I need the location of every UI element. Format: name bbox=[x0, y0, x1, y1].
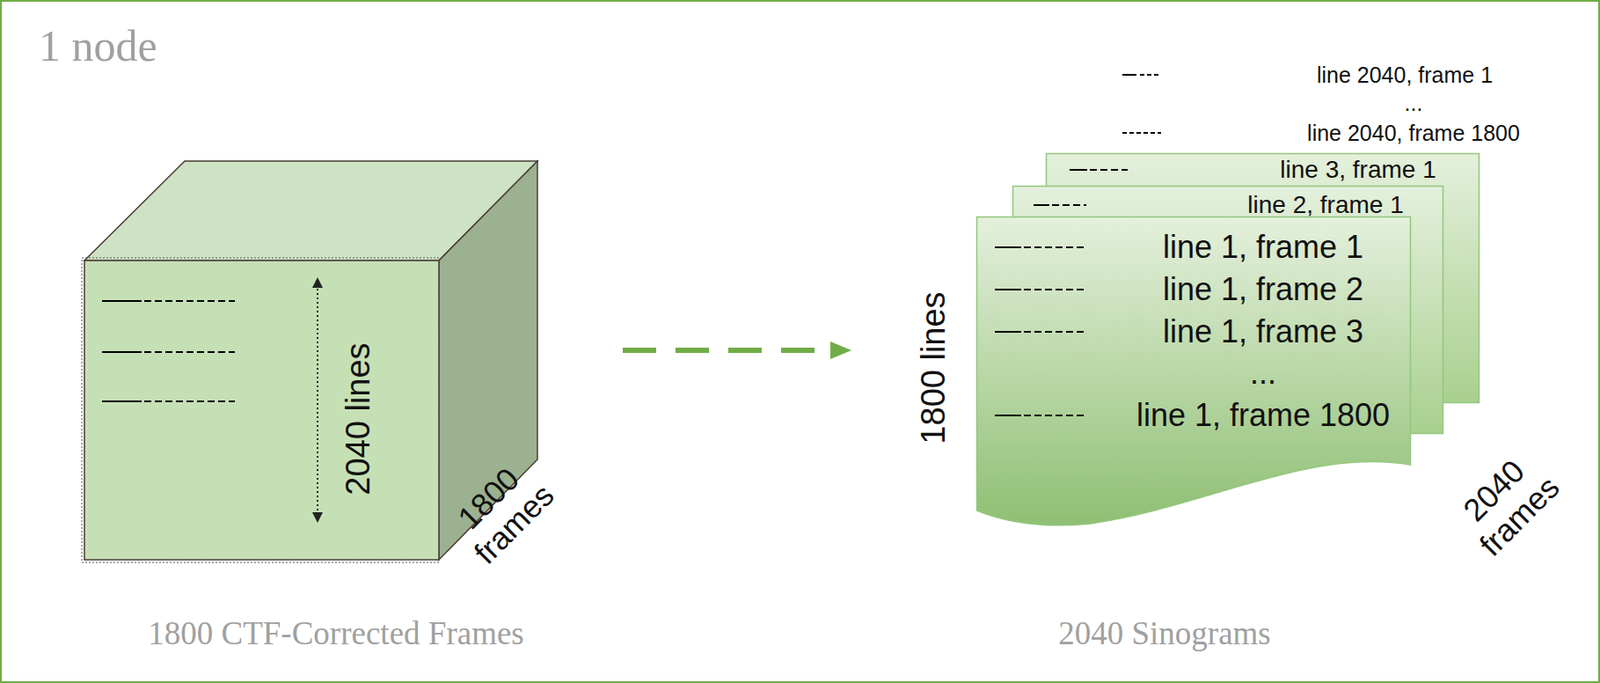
dash-mark bbox=[1023, 330, 1084, 333]
row-label: line 3, frame 1 bbox=[1279, 155, 1436, 184]
dash-mark bbox=[994, 288, 1022, 291]
dimension-label: 2040 frames bbox=[1446, 443, 1567, 563]
dash-mark bbox=[994, 330, 1022, 333]
row-label: line 1, frame 2 bbox=[1162, 270, 1364, 307]
dimension-arrowhead bbox=[312, 277, 323, 288]
dash-mark bbox=[1023, 414, 1084, 417]
dash-mark bbox=[144, 299, 235, 302]
row-label: line 2, frame 1 bbox=[1247, 190, 1403, 220]
dash-mark bbox=[994, 414, 1022, 417]
dash-mark bbox=[1122, 73, 1137, 76]
dash-mark bbox=[1023, 288, 1084, 291]
dashed-arrow bbox=[622, 341, 852, 359]
dash-mark bbox=[1139, 73, 1162, 76]
dash-mark bbox=[1122, 131, 1162, 134]
page-outline bbox=[977, 217, 1411, 526]
row-label: line 2040, frame 1800 bbox=[1307, 120, 1520, 147]
dash-mark bbox=[102, 299, 142, 302]
dimension-arrowhead bbox=[312, 511, 323, 523]
cube-dotted-outline bbox=[81, 257, 439, 563]
dash-mark bbox=[102, 350, 142, 353]
caption-label: 1800 CTF-Corrected Frames bbox=[147, 614, 524, 653]
dash-mark bbox=[1089, 168, 1128, 171]
row-label: line 2040, frame 1 bbox=[1316, 62, 1493, 88]
dash-mark bbox=[144, 350, 235, 353]
row-label: line 1, frame 3 bbox=[1162, 313, 1364, 350]
row-label: ... bbox=[1404, 90, 1424, 117]
cube-front bbox=[84, 260, 439, 560]
dash-mark bbox=[994, 246, 1022, 249]
dash-mark bbox=[1069, 168, 1088, 171]
row-label: line 1, frame 1 bbox=[1162, 228, 1364, 265]
dash-mark bbox=[144, 400, 235, 402]
page-outline bbox=[1046, 153, 1480, 403]
dimension-line bbox=[316, 284, 319, 516]
frame-cube: 2040 lines1800 frames bbox=[84, 160, 538, 560]
dash-mark bbox=[1033, 204, 1050, 206]
dash-mark bbox=[1023, 246, 1084, 249]
title: 1 node bbox=[38, 21, 158, 73]
row-label: line 1, frame 1800 bbox=[1136, 396, 1390, 433]
dash-mark bbox=[1052, 204, 1087, 206]
row-label: ... bbox=[1249, 354, 1277, 391]
page-outline bbox=[1013, 186, 1444, 434]
caption-label: 2040 Sinograms bbox=[1058, 614, 1272, 653]
dimension-label: 2040 lines bbox=[339, 342, 379, 495]
dash-mark bbox=[102, 400, 142, 402]
sinogram-page: line 1, frame 1 line 1, frame 2 line 1, fr… bbox=[976, 216, 1411, 526]
arrow-shaft bbox=[622, 347, 834, 353]
dimension-label: 1800 lines bbox=[914, 291, 954, 444]
arrowhead bbox=[830, 341, 852, 359]
